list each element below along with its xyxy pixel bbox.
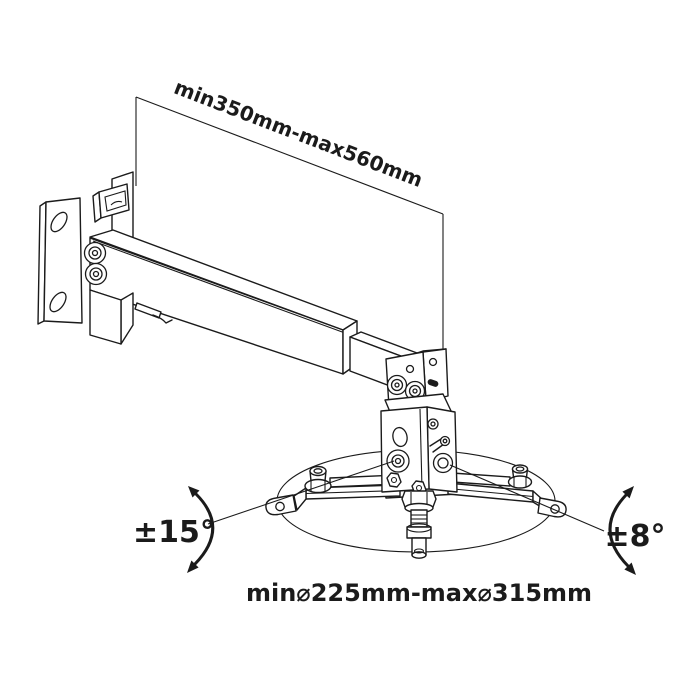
swivel-bolt-right (432, 452, 454, 474)
arm-extension-label: min350mm-max560mm (171, 75, 426, 192)
channel-box-side (120, 292, 134, 345)
lock-slot (427, 379, 439, 387)
swivel-range-label: ±8° (604, 519, 665, 554)
leader-line-tilt (207, 460, 395, 525)
clamp-notch (110, 200, 123, 206)
dimension-line (135, 96, 444, 215)
arm-end-face (422, 348, 449, 402)
hex-bolt (386, 472, 402, 488)
tilt-joint (380, 393, 458, 496)
telescopic-arm (89, 229, 449, 408)
screw-hole (405, 364, 415, 374)
arm-edge-highlight (92, 240, 346, 334)
mount-screw-right (507, 464, 533, 489)
bracket-knob (83, 241, 107, 265)
clamp-hook-inner (104, 190, 127, 212)
mounting-slot-top (50, 211, 68, 233)
arm-knob (386, 374, 408, 396)
joint-hole (392, 426, 408, 448)
projector-mount-diagram: min350mm-max560mm ±15° ±8° min⌀225mm-max… (37, 75, 666, 607)
dimension-arm-extension (135, 96, 444, 352)
arrowhead-up-icon (188, 486, 200, 498)
arrowhead-down-icon (187, 560, 199, 573)
locking-pin (429, 435, 451, 453)
tilt-bolt-left (386, 449, 410, 473)
channel-box (89, 289, 122, 345)
screw-hole (428, 357, 438, 367)
tilt-range-label: ±15° (133, 515, 215, 550)
rotation-arrow-right (608, 486, 636, 575)
mount-screw-left (304, 465, 332, 494)
arrowhead-down-icon (624, 562, 636, 575)
shaft-cap (411, 551, 427, 559)
plate-diameter-label: min⌀225mm-max⌀315mm (246, 579, 592, 607)
leader-line-swivel (449, 464, 605, 532)
mounting-slot-bottom (49, 291, 67, 313)
wall-bracket-lower (89, 289, 134, 345)
center-column (401, 490, 437, 559)
wall-bracket (37, 171, 134, 325)
tab-hole (275, 501, 285, 512)
arrowhead-up-icon (622, 486, 634, 499)
latch-hook (152, 314, 173, 324)
rotation-arrow-left (187, 486, 215, 573)
bracket-knob (84, 262, 108, 286)
